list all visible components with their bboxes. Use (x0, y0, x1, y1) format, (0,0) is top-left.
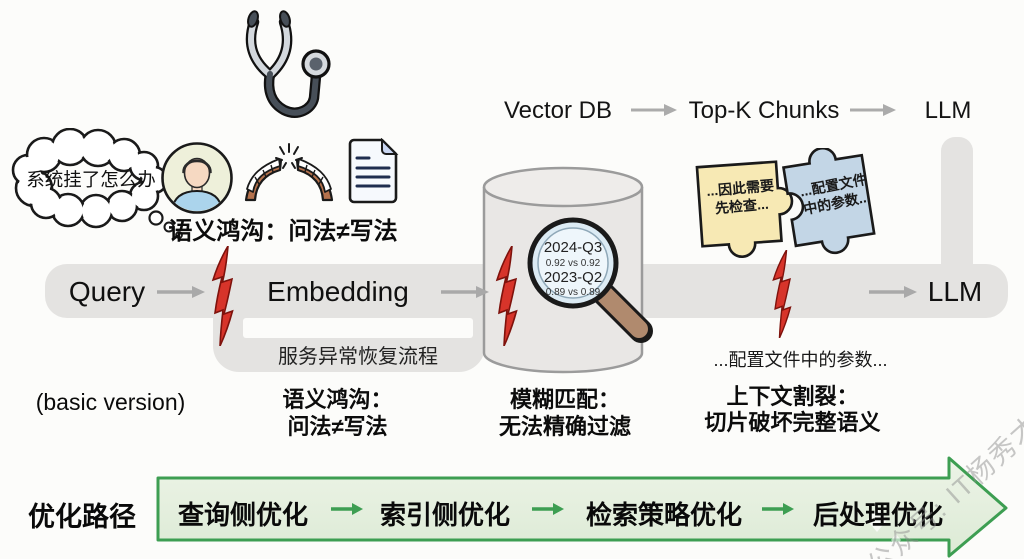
arrow-right-icon (441, 286, 489, 298)
fuzzy-match-note-line1: 模糊匹配： (509, 387, 620, 412)
user-avatar-icon (161, 142, 233, 214)
document-icon (348, 138, 399, 204)
topflow-topk-label: Top-K Chunks (688, 97, 840, 124)
topflow-llm-label: LLM (924, 97, 972, 124)
green-arrow-icon (532, 503, 564, 515)
context-split-note-line1: 上下文割裂： (726, 384, 859, 409)
break-lightning-icon (211, 246, 234, 346)
basic-version-label: (basic version) (35, 389, 186, 415)
thought-bubble-icon: 系统挂了怎么办 (11, 128, 183, 239)
puzzle-yellow-text: ...因此需要 先检查... (698, 175, 785, 218)
pipeline-embedding-label: Embedding (267, 276, 409, 307)
semantic-gap-note: 语义鸿沟： 问法≠写法 (255, 386, 420, 440)
green-arrow-icon (331, 503, 363, 515)
llm-vertical-connector (941, 137, 973, 277)
fuzzy-match-note: 模糊匹配： 无法精确过滤 (475, 386, 655, 440)
semantic-gap-caption: 语义鸿沟：问法≠写法 (168, 218, 398, 245)
chunk-quote-label: ...配置文件中的参数... (713, 350, 888, 370)
green-arrow-icon (762, 503, 794, 515)
context-split-note-line2: 切片破坏完整语义 (704, 410, 881, 435)
break-lightning-icon (495, 246, 518, 346)
magnifier-row2-label: 2023-Q2 (544, 269, 602, 286)
arrow-right-icon (869, 286, 917, 298)
thought-bubble-text: 系统挂了怎么办 (26, 169, 156, 190)
step-index-side: 索引侧优化 (379, 500, 510, 530)
step-query-side: 查询侧优化 (177, 500, 308, 530)
arrow-right-icon (631, 104, 677, 116)
magnifier-row1-label: 2024-Q3 (544, 239, 602, 256)
magnifier-row2-score: 0.89 vs 0.89 (546, 287, 601, 298)
optimization-arrow-shape (156, 456, 1008, 558)
break-lightning-icon (772, 250, 792, 338)
fuzzy-match-note-line2: 无法精确过滤 (498, 414, 631, 439)
arrow-right-icon (157, 286, 205, 298)
step-retrieval-strategy: 检索策略优化 (585, 500, 742, 530)
broken-bridge-icon (244, 143, 334, 202)
arrow-right-icon (850, 104, 896, 116)
puzzle-pieces-icon (695, 148, 876, 258)
stethoscope-icon (245, 10, 331, 118)
pipeline-query-label: Query (68, 276, 146, 307)
magnifier-row1-score: 0.92 vs 0.92 (546, 258, 601, 269)
optimization-path-label: 优化路径 (28, 502, 136, 532)
context-split-note: 上下文割裂： 切片破坏完整语义 (690, 384, 895, 436)
semantic-gap-note-line1: 语义鸿沟： (282, 387, 393, 412)
step-post-processing: 后处理优化 (812, 500, 943, 530)
recovery-slot (243, 318, 473, 338)
topflow-vector-db-label: Vector DB (503, 97, 613, 124)
pipeline-llm-label: LLM (927, 276, 983, 307)
semantic-gap-note-line2: 问法≠写法 (287, 414, 388, 439)
magnifier-icon: 2024-Q3 0.92 vs 0.92 2023-Q2 0.89 vs 0.8… (527, 217, 653, 343)
recovery-label: 服务异常恢复流程 (278, 346, 438, 368)
